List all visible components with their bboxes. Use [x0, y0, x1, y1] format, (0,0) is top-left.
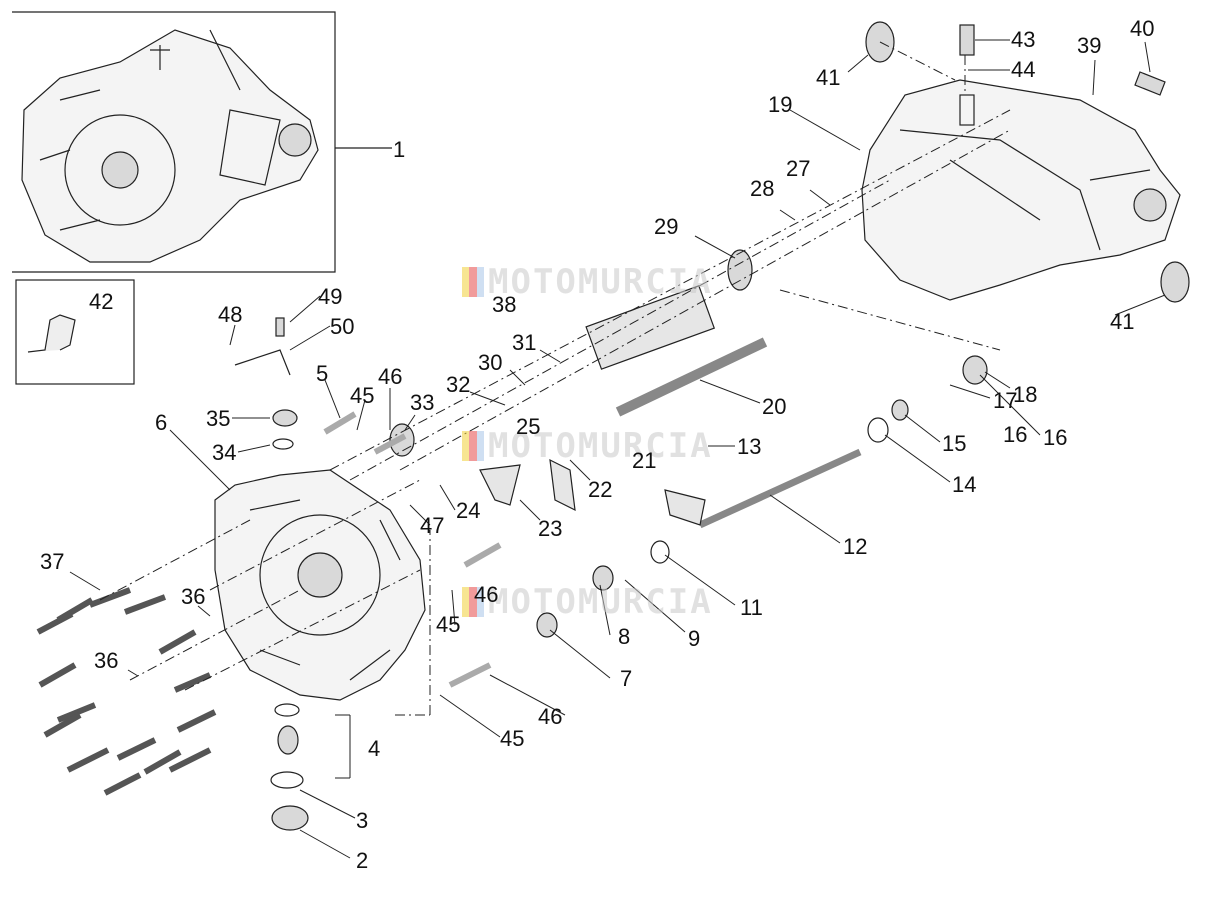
part-label-12: 12 [843, 534, 868, 559]
oring-4-top-drawing [274, 703, 300, 717]
gearbox-assembly-drawing [21, 29, 319, 263]
selector-13-drawing [664, 489, 706, 526]
part-label-48: 48 [218, 302, 243, 327]
bolt-46-mid-drawing [463, 542, 502, 568]
part-label-20: 20 [762, 394, 787, 419]
part-label-13: 13 [737, 434, 762, 459]
part-label-14: 14 [952, 472, 977, 497]
part-label-9: 9 [688, 626, 701, 651]
shaft-20-drawing [615, 337, 768, 417]
washer-11-drawing [650, 540, 670, 564]
part-label-36: 36 [94, 648, 119, 673]
part-label-35: 35 [206, 406, 231, 431]
part-label-25: 25 [516, 414, 541, 439]
part-label-36: 36 [181, 584, 206, 609]
part-label-45: 45 [500, 726, 525, 751]
part-label-11: 11 [740, 595, 763, 620]
part-label-42: 42 [89, 289, 114, 314]
part-label-46: 46 [378, 364, 403, 389]
part-label-24: 24 [456, 498, 481, 523]
part-label-41: 41 [816, 65, 841, 90]
part-label-19: 19 [768, 92, 793, 117]
part-label-44: 44 [1011, 57, 1036, 82]
bolt-set-drawing [36, 587, 217, 796]
part-label-32: 32 [446, 372, 471, 397]
bush-8-drawing [592, 565, 614, 591]
part-label-45: 45 [436, 612, 461, 637]
part-42-frame [15, 279, 135, 385]
seal-29-drawing [727, 249, 753, 291]
assembly-frame [12, 11, 336, 273]
filter-4-drawing [277, 725, 299, 755]
assembly-guidelines [99, 41, 1011, 716]
pipe-48-drawing [234, 349, 291, 376]
bearing-41-bottom-drawing [1160, 261, 1190, 303]
part-label-34: 34 [212, 440, 237, 465]
part-label-31: 31 [512, 330, 537, 355]
part-label-21: 21 [632, 448, 657, 473]
part-label-6: 6 [155, 410, 168, 435]
part-label-41: 41 [1110, 309, 1135, 334]
part-label-23: 23 [538, 516, 563, 541]
part-label-40: 40 [1130, 16, 1155, 41]
fork-23-drawing [479, 464, 521, 506]
drum-38-drawing [585, 285, 716, 370]
cap-35-drawing [272, 409, 298, 427]
left-housing-drawing [214, 469, 426, 701]
seal-15-drawing [891, 399, 909, 421]
right-housing-drawing [861, 79, 1181, 301]
part-label-4: 4 [368, 736, 381, 761]
pin-5-drawing [323, 411, 357, 435]
part-label-22: 22 [588, 477, 613, 502]
part-label-17: 17 [993, 388, 1018, 413]
part-label-15: 15 [942, 431, 967, 456]
part-label-46: 46 [474, 582, 499, 607]
part-label-28: 28 [750, 176, 775, 201]
switch-40-drawing [1134, 71, 1166, 96]
part-label-39: 39 [1077, 33, 1102, 58]
fork-22-drawing [549, 458, 576, 512]
leader-lines [69, 39, 1166, 859]
bolt-46-drawing [373, 433, 407, 455]
part-label-47: 47 [420, 513, 445, 538]
part-label-43: 43 [1011, 27, 1036, 52]
bracket-42-drawing [27, 314, 76, 353]
part-label-46: 46 [538, 704, 563, 729]
plug-2-drawing [271, 805, 309, 831]
oring-34-drawing [272, 438, 294, 450]
part-label-45: 45 [350, 383, 375, 408]
part-label-16: 16 [1043, 425, 1068, 450]
part-label-1: 1 [393, 137, 406, 162]
oring-3-drawing [270, 771, 304, 789]
part-label-38: 38 [492, 292, 517, 317]
part-label-18: 18 [1013, 382, 1038, 407]
part-label-27: 27 [786, 156, 811, 181]
part-label-29: 29 [654, 214, 679, 239]
part-label-5: 5 [316, 361, 329, 386]
part-label-8: 8 [618, 624, 631, 649]
part-label-16: 16 [1003, 422, 1028, 447]
spring-14-drawing [867, 417, 889, 443]
part-label-2: 2 [356, 848, 369, 873]
bolt-49-drawing [275, 317, 285, 337]
part-label-3: 3 [356, 808, 369, 833]
part-label-7: 7 [620, 666, 633, 691]
part-label-37: 37 [40, 549, 65, 574]
sensor-43-drawing [959, 24, 975, 56]
part-label-33: 33 [410, 390, 435, 415]
bolt-46-bottom-drawing [448, 662, 492, 688]
part-label-30: 30 [478, 350, 503, 375]
shaft-12-drawing [698, 448, 862, 529]
part-label-49: 49 [318, 284, 343, 309]
part-label-50: 50 [330, 314, 355, 339]
seal-18-drawing [962, 355, 988, 385]
